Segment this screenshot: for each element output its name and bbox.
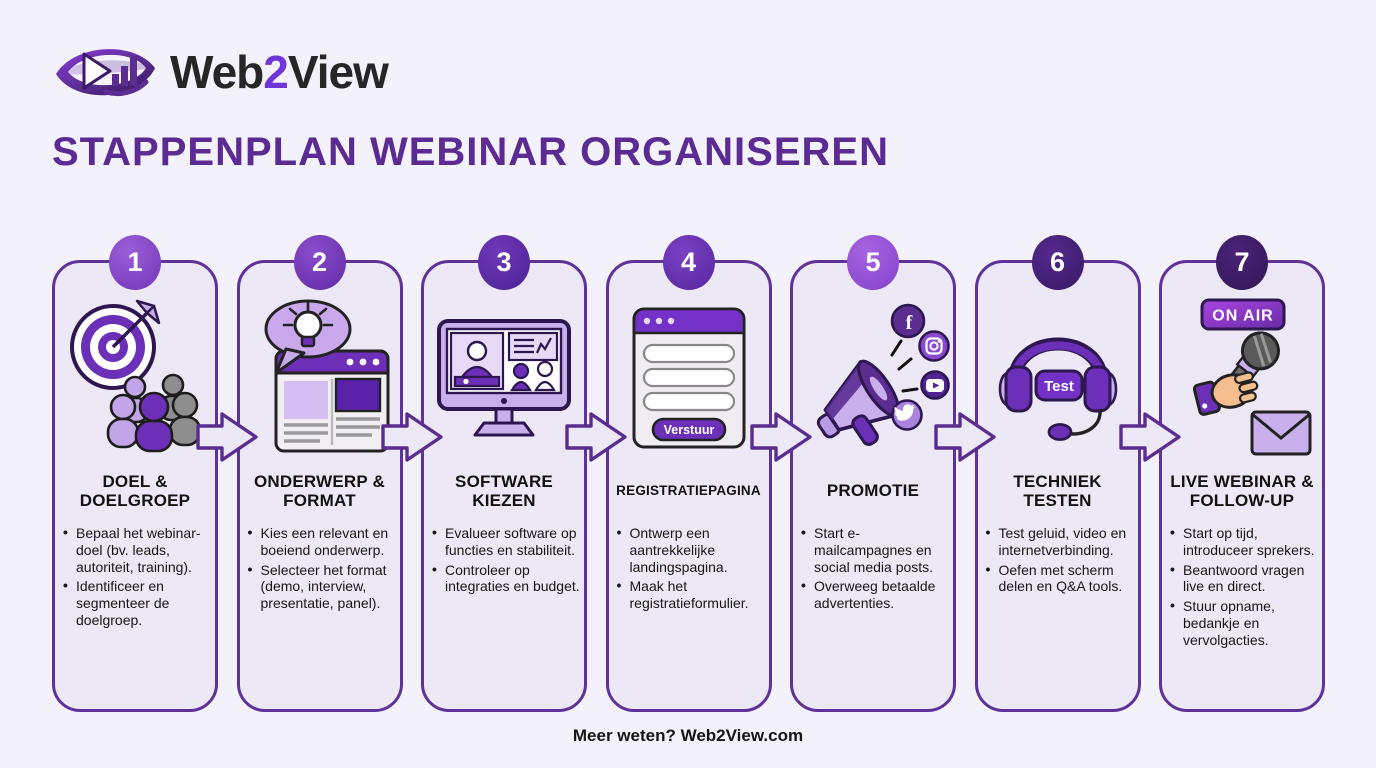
step-icon-box — [55, 297, 215, 459]
steps-row: 1 DOEL & DOELGROEP Bepaal het webinar-doe… — [52, 235, 1325, 712]
step-bullets: Kies een relevant en boeiend onderwerp.S… — [248, 524, 396, 612]
bullet-item: Selecteer het format (demo, interview, p… — [248, 561, 396, 612]
live-webinar-icon: ON AIR — [1192, 298, 1312, 456]
step-icon-box — [424, 297, 584, 459]
bullet-item: Oefen met scherm delen en Q&A tools. — [986, 561, 1134, 596]
step-arrow-icon — [933, 409, 997, 465]
step-bullets: Test geluid, video en internetverbinding… — [986, 524, 1134, 596]
step-card: 3 SOFTWARE KIEZEN Evalueer software op fu… — [421, 235, 587, 712]
step-card: 2 ONDERWERP & FORMAT Kies een relevant en… — [236, 235, 403, 712]
step-title: DOEL & DOELGROEP — [79, 471, 191, 510]
bullet-item: Kies een relevant en boeiend onderwerp. — [248, 524, 396, 559]
logo-text-view: View — [287, 46, 389, 98]
logo-text-two: 2 — [263, 46, 289, 98]
footer-note: Meer weten? Web2View.com — [572, 726, 804, 745]
step-icon-box — [240, 297, 400, 459]
step-bullets: Start e-mailcampagnes en social media po… — [801, 524, 949, 612]
test-label: Test — [1044, 378, 1074, 395]
bullet-item: Bepaal het webinar-doel (bv. leads, auto… — [63, 524, 211, 575]
logo-text-web: Web — [170, 46, 264, 98]
step-number-badge: 3 — [478, 235, 530, 290]
svg-text:f: f — [906, 312, 913, 334]
page-title: STAPPENPLAN WEBINAR ORGANISEREN — [52, 130, 889, 174]
bullet-item: Maak het registratieformulier. — [617, 577, 765, 612]
web2view-eye-play-chart-logo — [56, 49, 155, 97]
step-arrow-icon — [1118, 409, 1182, 465]
step-bullets: Ontwerp een aantrekkelijke landingspagin… — [617, 524, 765, 612]
bullet-item: Identificeer en segmenteer de doelgroep. — [63, 577, 211, 628]
step-number-badge: 1 — [109, 235, 161, 290]
bullet-item: Overweeg betaalde advertenties. — [801, 577, 949, 612]
step-number-badge: 4 — [662, 235, 715, 290]
brand-logo-text: Web2View — [170, 45, 389, 99]
step-card: 1 DOEL & DOELGROEP Bepaal het webinar-doe… — [52, 235, 218, 712]
step-title: SOFTWARE KIEZEN — [455, 471, 553, 510]
step-card: 6 Test TECHNIEK TESTEN Test geluid, video… — [974, 235, 1141, 712]
step-bullets: Start op tijd, introduceer sprekers.Bean… — [1170, 524, 1318, 649]
headset-test-icon: Test — [998, 337, 1117, 441]
step-card: 4 Verstuur REGISTRATIEPAGINA Ontwerp een … — [605, 235, 772, 712]
software-monitor-icon — [437, 319, 571, 437]
step-arrow-icon — [749, 409, 813, 465]
bullet-item: Start op tijd, introduceer sprekers. — [1170, 524, 1318, 559]
step-number-badge: 2 — [293, 235, 346, 290]
step-bullets: Evalueer software op functies en stabili… — [432, 524, 580, 596]
brand-logo: Web2View — [54, 34, 389, 110]
step-card: 7 ON AIR LIVE WEBINAR & FOLLOW-UP Start o… — [1159, 235, 1325, 712]
step-card: 5 f PROMOTIE Start e-mailcampagnes en soc… — [790, 235, 956, 712]
bullet-item: Test geluid, video en internetverbinding… — [986, 524, 1134, 559]
bullet-item: Stuur opname, bedankje en vervolgacties. — [1170, 597, 1318, 648]
step-title: PROMOTIE — [826, 481, 920, 501]
bullet-item: Start e-mailcampagnes en social media po… — [801, 524, 949, 575]
step-title: LIVE WEBINAR & FOLLOW-UP — [1170, 471, 1314, 510]
step-title: ONDERWERP & FORMAT — [254, 471, 385, 510]
bullet-item: Controleer op integraties en budget. — [432, 561, 580, 596]
step-bullets: Bepaal het webinar-doel (bv. leads, auto… — [63, 524, 211, 629]
topic-format-icon — [264, 299, 389, 453]
on-air-label: ON AIR — [1212, 308, 1273, 325]
step-number-badge: 5 — [847, 235, 899, 290]
step-icon-box: f — [793, 297, 953, 459]
bullet-item: Ontwerp een aantrekkelijke landingspagin… — [617, 524, 765, 575]
target-audience-icon — [70, 299, 202, 453]
step-icon-box: Test — [978, 297, 1138, 459]
step-icon-box: Verstuur — [609, 297, 769, 459]
step-arrow-icon — [380, 409, 444, 465]
promotion-megaphone-icon: f — [816, 303, 950, 446]
bullet-item: Evalueer software op functies en stabili… — [432, 524, 580, 559]
step-arrow-icon — [195, 409, 259, 465]
verstuur-button-label: Verstuur — [663, 423, 714, 437]
step-arrow-icon — [564, 409, 628, 465]
step-number-badge: 7 — [1216, 235, 1268, 290]
bullet-item: Beantwoord vragen live en direct. — [1170, 561, 1318, 596]
step-icon-box: ON AIR — [1162, 297, 1322, 459]
step-number-badge: 6 — [1031, 235, 1084, 290]
registration-form-icon: Verstuur — [632, 307, 745, 449]
step-title: REGISTRATIEPAGINA — [616, 483, 761, 499]
step-title: TECHNIEK TESTEN — [1013, 471, 1102, 510]
